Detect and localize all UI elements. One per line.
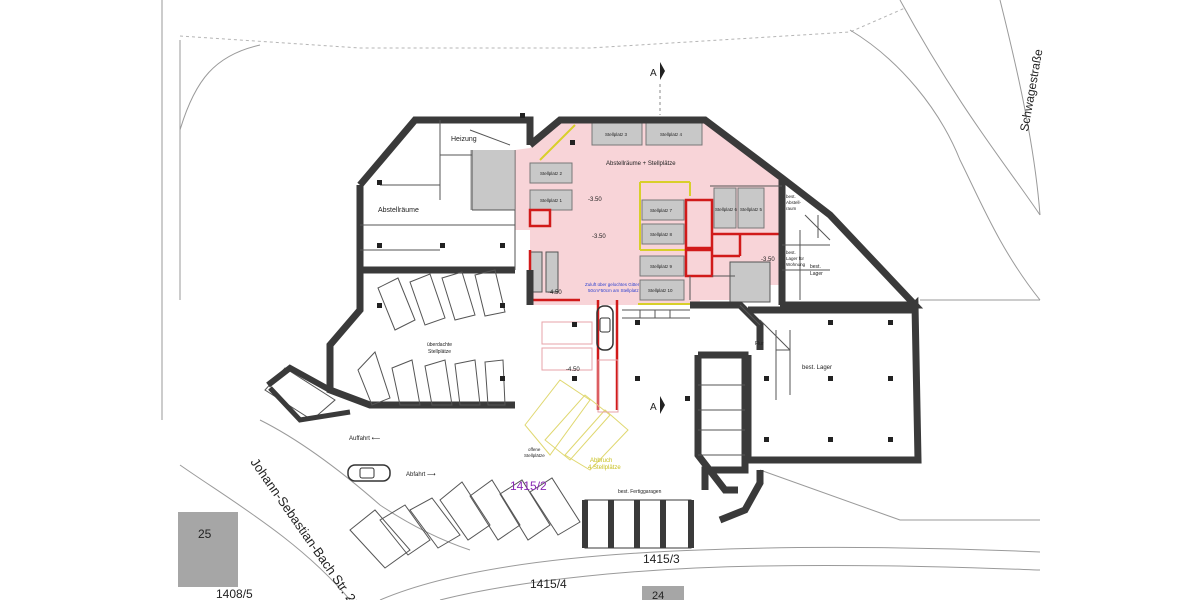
room-flur: Flur [755,341,764,347]
level-2: -3.50 [592,234,606,240]
label-auffahrt: Auffahrt ⟵ [349,436,381,442]
room-best-abstellraum-1: best. [786,194,796,199]
room-best-abstellraum-3: raum [786,206,797,211]
covered-parking-stalls [264,269,506,421]
room-best-lager-large: best. Lager [802,365,832,371]
stellplatz-2-label: Stellplatz 2 [540,171,563,176]
room-best-lager-small-2: Lager [810,271,823,277]
parcel-1415-2: 1415/2 [510,479,547,493]
label-fertiggaragen: best. Fertiggaragen [618,489,662,495]
section-marker-top [659,62,665,115]
stellplatz-3-label: Stellplatz 3 [605,132,628,137]
prefab-garages [582,499,694,549]
room-abstellraeume: Abstellräume [378,207,419,214]
room-best-abstellraum-2: Abstell- [786,200,802,205]
level-5: -4.50 [566,367,580,373]
stellplatz-8-label: Stellplatz 8 [650,232,673,237]
section-marker-bottom [660,396,665,414]
zuluft-note-1: Zuluft über gelochtes Gitter [585,282,640,287]
room-lager-wohnung-1: best. [786,250,796,255]
ramp-outlines [541,321,619,413]
storage-block-mid [545,251,559,293]
room-heizung: Heizung [451,136,477,143]
stair-core-left [470,150,514,210]
stellplatz-6-label: Stellplatz 6 [715,207,738,212]
structural-columns [377,113,893,442]
house-lot-24 [642,586,684,600]
section-label-top: A [650,68,657,79]
room-lager-wohnung-3: Wohnung [786,262,806,267]
stellplatz-7-label: Stellplatz 7 [650,208,673,213]
level-4: -4.50 [548,290,562,296]
car-on-street [347,464,391,482]
yellow-lines [539,124,691,305]
stellplatz-4-label: Stellplatz 4 [660,132,683,137]
house-lot-25 [178,512,238,587]
site-lines [161,0,1041,600]
room-abstellraeume-stellplaetze: Abstellräume + Stellplätze [606,161,676,167]
lower-parking-bays [349,477,581,569]
covered-parking-label-1: überdachte [427,342,452,348]
stair-core-right [729,261,771,303]
label-abbruch-2: 4 Stellplätze [588,465,621,471]
stellplatz-8-box [641,223,685,245]
section-label-bottom: A [650,402,657,413]
stellplatz-6-box [713,187,737,229]
stellplatz-5-label: Stellplatz 5 [740,207,763,212]
stellplatz-9-box [639,255,685,277]
stellplatz-9-label: Stellplatz 9 [650,264,673,269]
house-number-25: 25 [198,527,212,541]
car-on-ramp [596,305,614,351]
label-abfahrt: Abfahrt ⟶ [406,472,436,478]
interior-lines [360,120,831,456]
stellplatz-10-label: Stellplatz 10 [648,288,673,293]
stellplatz-7-box [641,199,685,221]
open-parking-demolition [524,379,629,471]
parcel-1415-3: 1415/3 [643,552,680,566]
level-3: -3.50 [761,257,775,263]
label-offene-2: Stellplätze [524,453,545,458]
label-offene-1: offene [528,447,541,452]
parcel-1408-5: 1408/5 [216,587,253,600]
room-best-lager-small-1: best. [810,264,821,270]
stellplatz-2-box [529,162,573,184]
stellplatz-5-box [737,187,765,229]
level-1: -3.50 [588,197,602,203]
curb-line-2 [268,386,351,423]
parcel-1415-4: 1415/4 [530,577,567,591]
stellplatz-10-box [639,279,685,301]
covered-parking-label-2: Stellplätze [428,349,451,355]
stellplatz-1-label: Stellplatz 1 [540,198,563,203]
label-abbruch-1: Abbruch [590,458,612,464]
room-lager-wohnung-2: Lager für [786,256,805,261]
curb-line [266,364,332,393]
zuluft-note-2: 50cm*50cm am Stellplatz [588,288,640,293]
house-number-24: 24 [652,590,664,600]
